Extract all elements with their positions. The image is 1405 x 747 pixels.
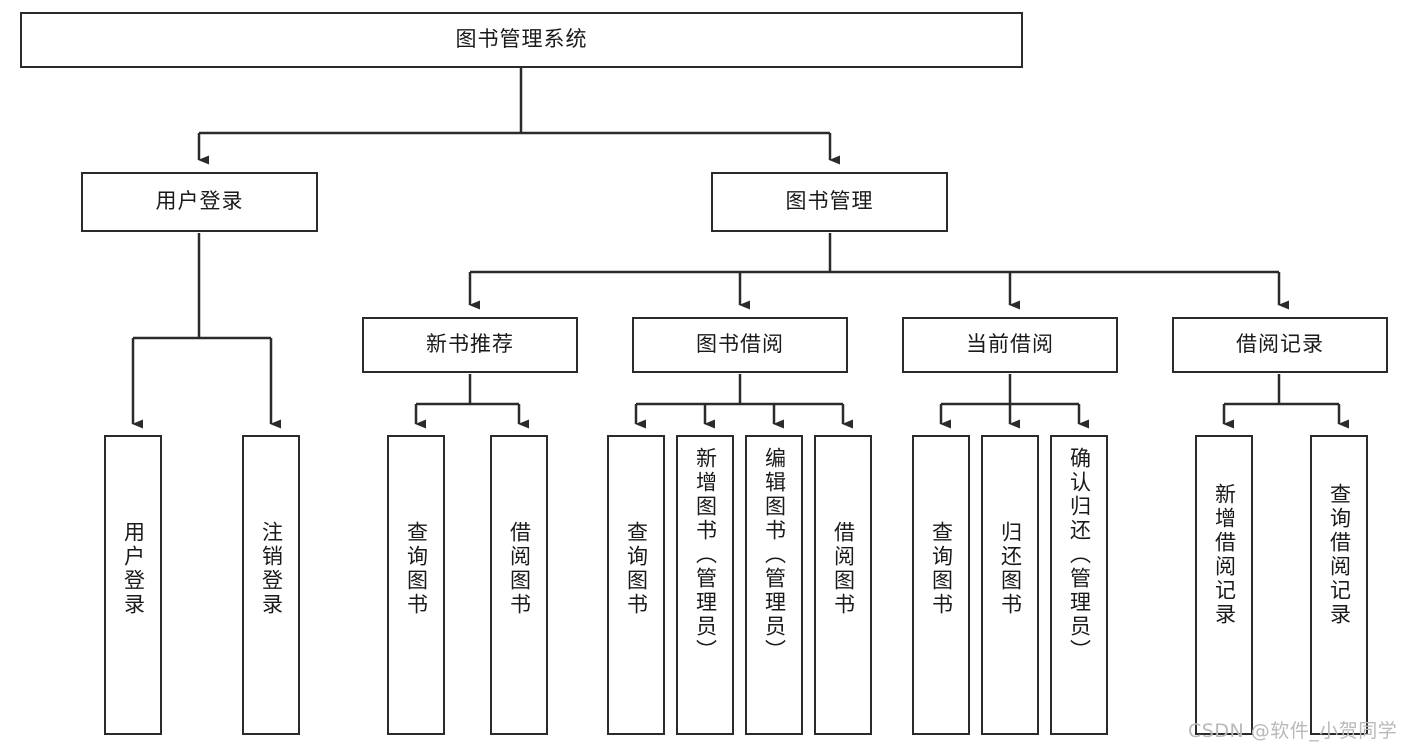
node-leaf-query-book-recommend[interactable]: 查询图书: [387, 435, 445, 735]
node-book-borrow-label: 图书借阅: [696, 332, 784, 357]
node-borrow-record[interactable]: 借阅记录: [1172, 317, 1388, 373]
node-leaf-query-book-recommend-label: 查询图书: [404, 521, 429, 617]
node-leaf-confirm-return-admin[interactable]: 确认归还（管理员）: [1050, 435, 1108, 735]
node-leaf-borrow-book-recommend[interactable]: 借阅图书: [490, 435, 548, 735]
node-root-book-management-system[interactable]: 图书管理系统: [20, 12, 1023, 68]
node-leaf-user-login-label: 用户登录: [121, 521, 146, 617]
node-leaf-add-borrow-record[interactable]: 新增借阅记录: [1195, 435, 1253, 735]
node-new-book-recommend[interactable]: 新书推荐: [362, 317, 578, 373]
node-leaf-borrow-book-recommend-label: 借阅图书: [507, 521, 532, 617]
node-leaf-logout[interactable]: 注销登录: [242, 435, 300, 735]
node-leaf-query-borrow-record-label: 查询借阅记录: [1327, 483, 1352, 627]
node-leaf-add-book-admin[interactable]: 新增图书（管理员）: [676, 435, 734, 735]
node-new-book-recommend-label: 新书推荐: [426, 332, 514, 357]
node-leaf-logout-label: 注销登录: [259, 521, 284, 617]
node-leaf-query-book-current-label: 查询图书: [929, 521, 954, 617]
node-current-borrow-label: 当前借阅: [966, 332, 1054, 357]
node-leaf-edit-book-admin[interactable]: 编辑图书（管理员）: [745, 435, 803, 735]
node-leaf-add-book-admin-label: 新增图书（管理员）: [693, 447, 718, 663]
node-book-management-label: 图书管理: [785, 189, 874, 214]
node-book-management[interactable]: 图书管理: [711, 172, 948, 232]
node-leaf-borrow-book-label: 借阅图书: [831, 521, 856, 617]
node-leaf-query-borrow-record[interactable]: 查询借阅记录: [1310, 435, 1368, 735]
node-current-borrow[interactable]: 当前借阅: [902, 317, 1118, 373]
node-leaf-return-book[interactable]: 归还图书: [981, 435, 1039, 735]
node-leaf-borrow-book[interactable]: 借阅图书: [814, 435, 872, 735]
node-leaf-user-login[interactable]: 用户登录: [104, 435, 162, 735]
node-leaf-query-book-current[interactable]: 查询图书: [912, 435, 970, 735]
node-leaf-add-borrow-record-label: 新增借阅记录: [1212, 483, 1237, 627]
node-book-borrow[interactable]: 图书借阅: [632, 317, 848, 373]
node-leaf-return-book-label: 归还图书: [998, 521, 1023, 617]
node-leaf-query-book-label: 查询图书: [624, 521, 649, 617]
node-borrow-record-label: 借阅记录: [1236, 332, 1324, 357]
node-root-label: 图书管理系统: [455, 27, 588, 52]
node-leaf-edit-book-admin-label: 编辑图书（管理员）: [762, 447, 787, 663]
node-leaf-query-book[interactable]: 查询图书: [607, 435, 665, 735]
node-user-login-label: 用户登录: [155, 189, 244, 214]
node-user-login[interactable]: 用户登录: [81, 172, 318, 232]
node-leaf-confirm-return-admin-label: 确认归还（管理员）: [1067, 447, 1092, 663]
